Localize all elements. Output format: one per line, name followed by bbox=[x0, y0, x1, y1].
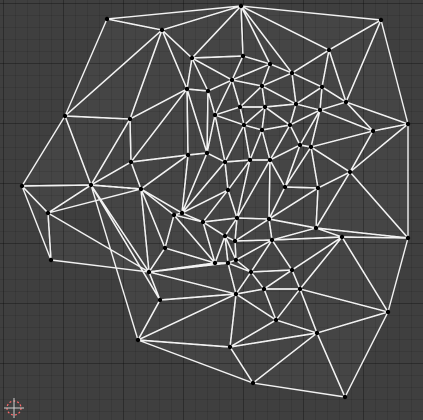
mesh-vertex[interactable] bbox=[88, 182, 94, 188]
mesh-vertex[interactable] bbox=[234, 215, 240, 221]
mesh-vertex[interactable] bbox=[200, 219, 206, 225]
mesh-face[interactable] bbox=[316, 311, 389, 398]
mesh-vertex[interactable] bbox=[293, 101, 299, 107]
mesh-vertex[interactable] bbox=[238, 3, 244, 9]
mesh-vertex[interactable] bbox=[184, 86, 190, 92]
mesh-vertex[interactable] bbox=[267, 157, 273, 163]
mesh-face[interactable] bbox=[261, 72, 297, 105]
mesh-vertex[interactable] bbox=[313, 225, 319, 231]
mesh-vertex[interactable] bbox=[297, 286, 303, 292]
mesh-vertex[interactable] bbox=[127, 116, 133, 122]
mesh-vertex[interactable] bbox=[237, 104, 243, 110]
mesh-vertex[interactable] bbox=[162, 245, 168, 251]
mesh-vertex[interactable] bbox=[19, 183, 25, 189]
mesh-vertex[interactable] bbox=[315, 185, 321, 191]
mesh-vertex[interactable] bbox=[287, 122, 293, 128]
mesh-vertex[interactable] bbox=[273, 317, 279, 323]
mesh-vertex[interactable] bbox=[378, 17, 384, 23]
mesh-vertex[interactable] bbox=[261, 286, 267, 292]
mesh-vertex[interactable] bbox=[259, 83, 265, 89]
mesh-vertex[interactable] bbox=[289, 70, 295, 76]
mesh-vertex[interactable] bbox=[229, 77, 235, 83]
mesh-vertex[interactable] bbox=[385, 309, 391, 315]
crosshair-origin-icon bbox=[4, 398, 24, 418]
mesh-vertex[interactable] bbox=[267, 61, 273, 67]
mesh-vertex[interactable] bbox=[370, 128, 376, 134]
mesh-vertex[interactable] bbox=[282, 184, 288, 190]
mesh-face[interactable] bbox=[227, 259, 252, 273]
mesh-vertex[interactable] bbox=[212, 112, 218, 118]
mesh-vertex[interactable] bbox=[250, 380, 256, 386]
mesh-vertex[interactable] bbox=[138, 186, 144, 192]
mesh-vertex[interactable] bbox=[227, 344, 233, 350]
mesh-vertex[interactable] bbox=[159, 27, 165, 33]
mesh-vertex[interactable] bbox=[266, 216, 272, 222]
mesh-vertex[interactable] bbox=[269, 237, 275, 243]
mesh-vertex[interactable] bbox=[189, 55, 195, 61]
mesh-vertex[interactable] bbox=[232, 238, 238, 244]
mesh-vertex[interactable] bbox=[146, 269, 152, 275]
mesh-vertex[interactable] bbox=[212, 260, 218, 266]
mesh-vertex[interactable] bbox=[48, 257, 54, 263]
mesh-vertex[interactable] bbox=[342, 394, 348, 400]
mesh-face[interactable] bbox=[137, 339, 254, 384]
mesh-vertex[interactable] bbox=[343, 99, 349, 105]
mesh-vertex[interactable] bbox=[128, 159, 134, 165]
mesh-vertices[interactable] bbox=[19, 3, 411, 400]
mesh-vertex[interactable] bbox=[225, 187, 231, 193]
mesh-vertex[interactable] bbox=[157, 297, 163, 303]
mesh-vertex[interactable] bbox=[405, 235, 411, 241]
mesh-vertex[interactable] bbox=[135, 337, 141, 343]
mesh-vertex[interactable] bbox=[289, 267, 295, 273]
mesh-vertex[interactable] bbox=[297, 142, 303, 148]
mesh-vertex[interactable] bbox=[317, 107, 323, 113]
mesh-vertex[interactable] bbox=[247, 157, 253, 163]
mesh-vertex[interactable] bbox=[45, 210, 51, 216]
mesh-vertex[interactable] bbox=[314, 330, 320, 336]
mesh-vertex[interactable] bbox=[179, 210, 185, 216]
mesh-vertex[interactable] bbox=[222, 233, 228, 239]
mesh-vertex[interactable] bbox=[171, 212, 177, 218]
mesh-faces[interactable] bbox=[21, 5, 409, 398]
mesh-vertex[interactable] bbox=[225, 260, 231, 266]
mesh-vertex[interactable] bbox=[262, 104, 268, 110]
mesh-vertex[interactable] bbox=[259, 127, 265, 133]
mesh-vertex[interactable] bbox=[205, 88, 211, 94]
mesh-face[interactable] bbox=[47, 212, 150, 273]
mesh-vertex[interactable] bbox=[339, 234, 345, 240]
mesh-vertex[interactable] bbox=[240, 53, 246, 59]
mesh-vertex[interactable] bbox=[104, 16, 110, 22]
mesh-vertex[interactable] bbox=[233, 257, 239, 263]
mesh-vertex[interactable] bbox=[326, 47, 332, 53]
mesh-vertex[interactable] bbox=[405, 121, 411, 127]
mesh-vertex[interactable] bbox=[308, 144, 314, 150]
mesh-vertex[interactable] bbox=[248, 269, 254, 275]
mesh-vertex[interactable] bbox=[185, 152, 191, 158]
mesh-face[interactable] bbox=[341, 236, 409, 313]
mesh-face[interactable] bbox=[148, 262, 229, 273]
mesh-vertex[interactable] bbox=[347, 169, 353, 175]
mesh-vertex[interactable] bbox=[62, 113, 68, 119]
mesh-vertex[interactable] bbox=[319, 84, 325, 90]
mesh-vertex[interactable] bbox=[222, 159, 228, 165]
mesh-vertex[interactable] bbox=[233, 291, 239, 297]
mesh-vertex[interactable] bbox=[241, 122, 247, 128]
mesh-vertex[interactable] bbox=[204, 150, 210, 156]
